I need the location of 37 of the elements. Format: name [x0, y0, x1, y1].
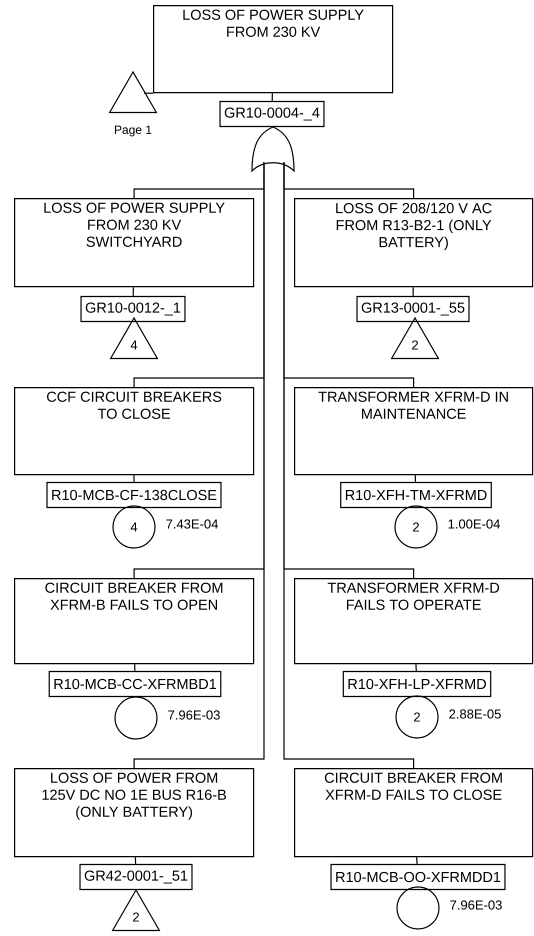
event-id-box: R10-MCB-CF-138CLOSE: [46, 482, 222, 508]
event-id-box: R10-XFH-LP-XFRMD: [342, 670, 492, 698]
event-box: CIRCUIT BREAKER FROM XFRM-B FAILS TO OPEN: [14, 578, 254, 664]
event-box: LOSS OF POWER SUPPLY FROM 230 KV SWITCHYARD: [14, 198, 254, 288]
connector-line: [415, 664, 417, 671]
event-box: LOSS OF POWER FROM 125V DC NO 1E BUS R16-B (ONLY BATTERY): [14, 768, 254, 858]
probability-label: 2.88E-05: [449, 709, 501, 719]
connector-line: [134, 857, 136, 864]
probability-label: 7.43E-04: [166, 519, 218, 529]
probability-label: 1.00E-04: [448, 519, 500, 529]
connector-line: [144, 92, 153, 94]
event-box: CCF CIRCUIT BREAKERS TO CLOSE: [14, 387, 254, 476]
event-box: TRANSFORMER XFRM-D FAILS TO OPERATE: [294, 578, 534, 664]
event-id-box: GR10-0004-_4: [219, 100, 325, 128]
probability-label: 7.96E-03: [450, 900, 502, 910]
event-box: CIRCUIT BREAKER FROM XFRM-D FAILS TO CLOSE: [294, 768, 534, 858]
or-gate: [251, 126, 295, 172]
event-box: LOSS OF 208/120 V AC FROM R13-B2-1 (ONLY BATTERY): [294, 198, 534, 288]
page-label: Page 1: [114, 126, 152, 136]
connector-line: [416, 857, 418, 864]
connector-line: [272, 93, 273, 101]
connector-line: [134, 664, 136, 671]
event-box: LOSS OF POWER SUPPLY FROM 230 KV: [153, 5, 394, 94]
event-id-box: GR10-0012-_1: [80, 296, 186, 322]
event-id-box: GR13-0001-_55: [356, 296, 470, 322]
connector-line: [133, 475, 135, 482]
event-id-box: R10-MCB-CC-XFRMBD1: [48, 670, 222, 698]
connector-line: [414, 475, 416, 482]
probability-label: 7.96E-03: [168, 710, 220, 720]
event-box: TRANSFORMER XFRM-D IN MAINTENANCE: [294, 387, 534, 476]
connector-line: [134, 162, 265, 768]
connector-line: [132, 287, 134, 296]
connector-line: [412, 287, 414, 296]
event-id-box: GR42-0001-_51: [79, 864, 193, 890]
connector-line: [283, 162, 414, 768]
event-id-box: R10-XFH-TM-XFRMD: [340, 482, 492, 508]
event-id-box: R10-MCB-OO-XFRMDD1: [330, 864, 506, 890]
